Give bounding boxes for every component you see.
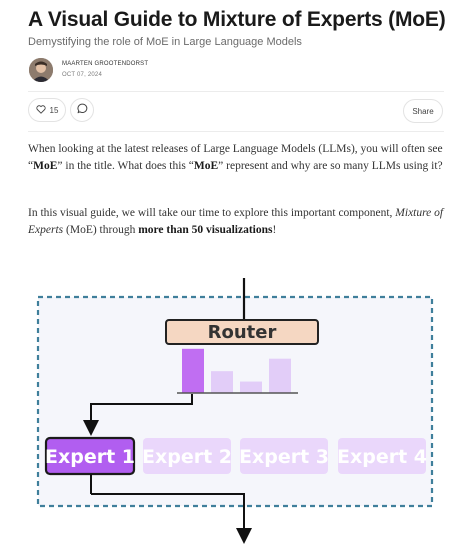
expert-row: Expert 1 Expert 2 Expert 3 Expert 4 xyxy=(44,436,427,476)
comment-icon xyxy=(77,101,88,119)
author-avatar[interactable] xyxy=(29,58,53,82)
router-label: Router xyxy=(208,322,277,343)
expert-label-4: Expert 4 xyxy=(337,446,427,468)
router-score-bar-2 xyxy=(211,371,233,393)
guide-paragraph: In this visual guide, we will take our t… xyxy=(28,207,444,236)
intro-paragraph: When looking at the latest releases of L… xyxy=(28,143,443,172)
share-button[interactable]: Share xyxy=(403,99,443,123)
like-count: 15 xyxy=(49,105,59,115)
publish-date: OCT 07, 2024 xyxy=(62,72,102,78)
avatar-image xyxy=(29,58,53,82)
share-label: Share xyxy=(412,106,434,116)
expert-3: Expert 3 xyxy=(239,438,329,474)
article-title: A Visual Guide to Mixture of Experts (Mo… xyxy=(28,8,446,31)
expert-box-4 xyxy=(338,438,426,474)
moe-diagram: Router Expert 1 Expert 2 Expert 3 Expert 4 xyxy=(36,278,434,544)
like-button[interactable]: 15 xyxy=(28,98,66,122)
expert-box-2 xyxy=(143,438,231,474)
router-score-bars xyxy=(182,348,291,393)
expert-label-3: Expert 3 xyxy=(239,446,329,468)
expert-label-2: Expert 2 xyxy=(142,446,232,468)
expert-box-3 xyxy=(240,438,328,474)
output-arrow xyxy=(91,493,252,544)
expert-4: Expert 4 xyxy=(337,438,427,474)
expert-2: Expert 2 xyxy=(142,438,232,474)
author-name[interactable]: MAARTEN GROOTENDORST xyxy=(62,61,149,67)
router-score-bar-1 xyxy=(182,348,204,393)
router-score-bar-3 xyxy=(240,381,262,393)
divider-bottom xyxy=(28,131,444,132)
expert-label-1: Expert 1 xyxy=(45,446,135,468)
router-score-bar-4 xyxy=(269,358,291,393)
heart-icon xyxy=(35,104,46,116)
comment-button[interactable] xyxy=(70,98,94,122)
article-subtitle: Demystifying the role of MoE in Large La… xyxy=(28,36,302,48)
expert-1: Expert 1 xyxy=(44,436,136,476)
router-box xyxy=(165,319,319,345)
divider-top xyxy=(28,91,444,92)
route-arrow xyxy=(83,394,193,436)
